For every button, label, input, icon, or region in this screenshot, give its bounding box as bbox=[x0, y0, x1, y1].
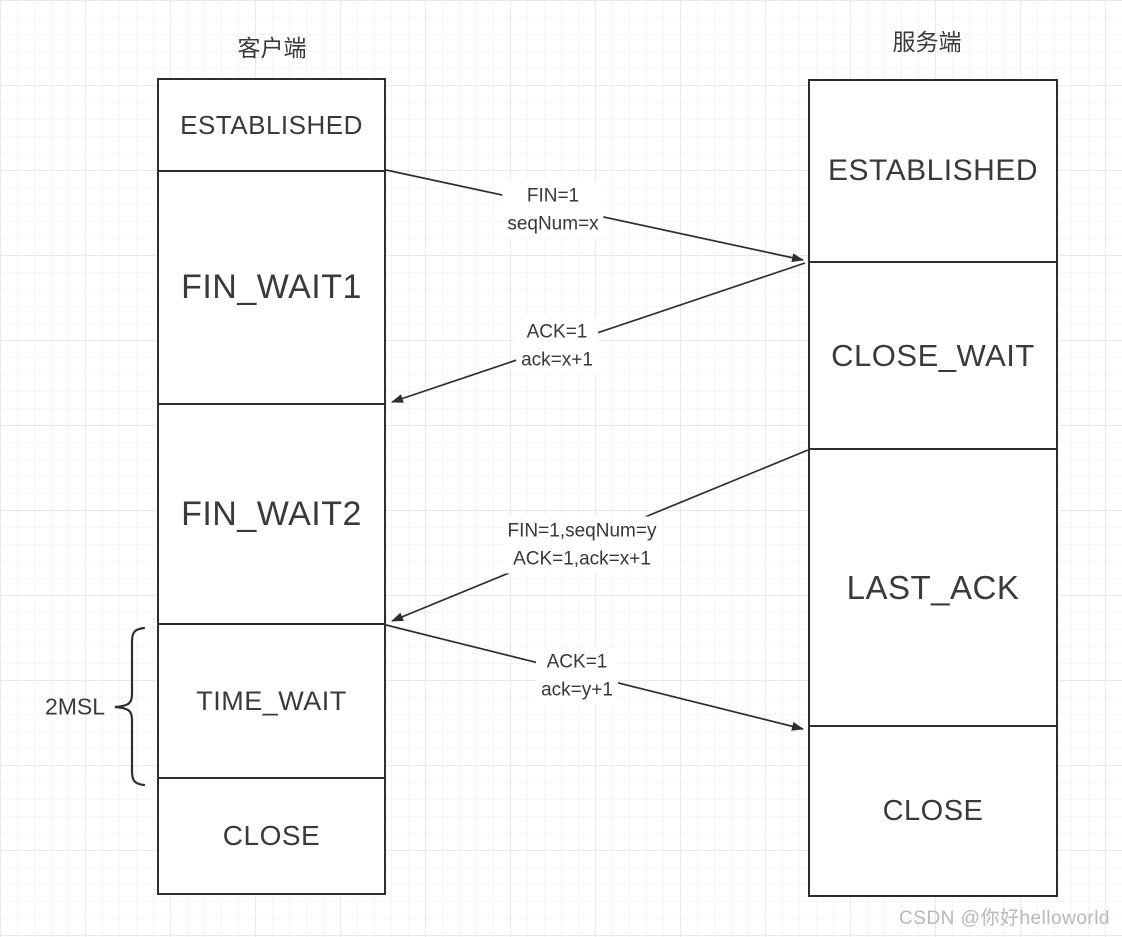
message-line: ACK=1,ack=x+1 bbox=[513, 548, 651, 569]
server-state-close-wait: CLOSE_WAIT bbox=[810, 261, 1056, 448]
client-state-close: CLOSE bbox=[159, 777, 384, 893]
2msl-brace-icon bbox=[114, 626, 146, 787]
message-line: ACK=1 bbox=[526, 321, 588, 343]
message-label-ack-y1: ACK=1 ack=y+1 bbox=[536, 647, 618, 705]
message-line: FIN=1 bbox=[526, 185, 580, 207]
message-label-fin-seqx: FIN=1 seqNum=x bbox=[502, 181, 604, 239]
message-label-ack-x1: ACK=1 ack=x+1 bbox=[516, 317, 598, 375]
client-state-time-wait: TIME_WAIT bbox=[159, 623, 384, 777]
message-line: FIN=1,seqNum=y bbox=[507, 520, 657, 542]
message-line: ack=y+1 bbox=[541, 679, 613, 700]
server-state-close: CLOSE bbox=[810, 725, 1056, 895]
message-line: ACK=1 bbox=[546, 651, 608, 673]
2msl-label: 2MSL bbox=[44, 693, 106, 720]
client-state-fin-wait1: FIN_WAIT1 bbox=[159, 170, 384, 403]
server-state-column: ESTABLISHED CLOSE_WAIT LAST_ACK CLOSE bbox=[808, 79, 1058, 897]
server-state-last-ack: LAST_ACK bbox=[810, 448, 1056, 725]
message-label-fin-seqy-ack: FIN=1,seqNum=y ACK=1,ack=x+1 bbox=[502, 516, 662, 574]
watermark: CSDN @你好helloworld bbox=[899, 908, 1110, 929]
message-line: seqNum=x bbox=[507, 213, 599, 234]
server-column-title: 服务端 bbox=[892, 29, 962, 55]
client-state-established: ESTABLISHED bbox=[159, 80, 384, 170]
arrow-ack-to-client bbox=[391, 262, 806, 403]
server-state-established: ESTABLISHED bbox=[810, 81, 1056, 261]
client-state-fin-wait2: FIN_WAIT2 bbox=[159, 403, 384, 623]
client-column-title: 客户端 bbox=[237, 35, 307, 61]
message-line: ack=x+1 bbox=[521, 349, 593, 370]
client-state-column: ESTABLISHED FIN_WAIT1 FIN_WAIT2 TIME_WAI… bbox=[157, 78, 386, 895]
